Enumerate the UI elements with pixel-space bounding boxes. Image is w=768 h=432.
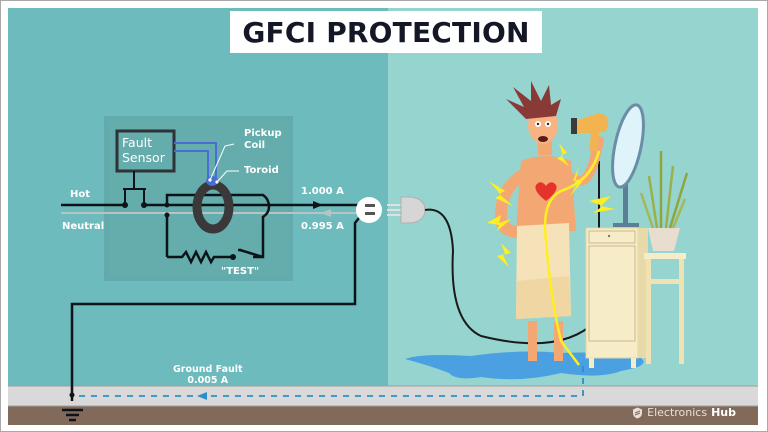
ground-fault-path bbox=[75, 366, 584, 397]
neutral-current-arrow bbox=[321, 209, 331, 217]
diagram-svg bbox=[8, 8, 758, 425]
hot-label: Hot bbox=[70, 189, 91, 200]
plug-icon bbox=[387, 196, 426, 224]
ground-fault-arrow bbox=[197, 392, 207, 400]
test-switch bbox=[239, 248, 264, 259]
brand-name-light: Electronics bbox=[647, 406, 708, 419]
title-banner: GFCI PROTECTION bbox=[230, 11, 542, 53]
ground-fault-current: 0.005 A bbox=[187, 375, 229, 386]
fault-sensor-label: Fault Sensor bbox=[122, 135, 165, 165]
hot-current-value: 1.000 A bbox=[301, 186, 344, 197]
ground-fault-title: Ground Fault bbox=[173, 364, 243, 375]
fault-sensor-line2: Sensor bbox=[122, 150, 165, 165]
outlet-icon bbox=[356, 197, 382, 223]
toroid-label: Toroid bbox=[244, 165, 279, 176]
water-puddle bbox=[405, 351, 644, 380]
ground-fault-label: Ground Fault 0.005 A bbox=[173, 364, 243, 386]
mirror bbox=[611, 103, 645, 227]
lightning-bolt-icons bbox=[487, 143, 615, 267]
neutral-label: Neutral bbox=[62, 221, 105, 232]
brand-name-bold: Hub bbox=[711, 406, 736, 419]
brand-logo: Electronics Hub bbox=[632, 406, 736, 419]
fault-sensor-line1: Fault bbox=[122, 135, 152, 150]
plant bbox=[639, 151, 689, 251]
ground-wire bbox=[70, 212, 364, 401]
hair-dryer-icon bbox=[575, 113, 609, 151]
pickup-coil bbox=[206, 176, 218, 186]
pickup-coil-line1: Pickup bbox=[244, 128, 282, 139]
cabinet bbox=[585, 227, 648, 368]
side-table bbox=[644, 253, 686, 364]
shocked-man-illustration bbox=[494, 81, 609, 366]
test-button-label: "TEST" bbox=[221, 266, 260, 277]
pickup-coil-line2: Coil bbox=[244, 140, 266, 151]
hot-current-arrow bbox=[313, 201, 323, 209]
neutral-current-value: 0.995 A bbox=[301, 221, 344, 232]
shield-logo-icon bbox=[633, 407, 643, 418]
pickup-coil-label: Pickup Coil bbox=[244, 128, 282, 152]
test-resistor bbox=[167, 249, 233, 265]
page-title: GFCI PROTECTION bbox=[242, 15, 530, 49]
diagram-canvas: GFCI PROTECTION Fault Sensor Pickup Coil… bbox=[8, 8, 758, 425]
floor-brown-band bbox=[8, 406, 758, 425]
